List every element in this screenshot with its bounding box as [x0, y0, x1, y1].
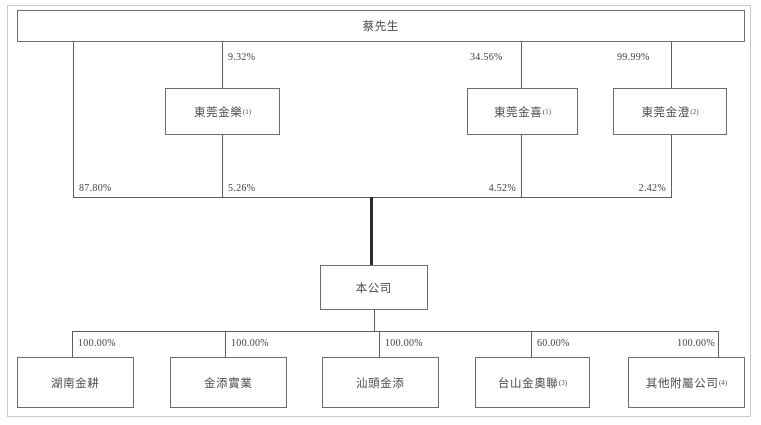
node-footnote: (1)	[242, 107, 252, 116]
node-root-shareholder: 蔡先生	[17, 10, 745, 42]
node-label: 汕頭金添	[356, 377, 405, 390]
edge-label-other-subsidiaries: 100.00%	[677, 338, 715, 349]
edge-label-root-jincheng: 99.99%	[617, 52, 650, 63]
distribution-bar-subsidiaries	[72, 331, 719, 332]
node-label: 東莞金喜	[493, 106, 543, 119]
edge-label-shantou-jintian: 100.00%	[385, 338, 423, 349]
edge-label-taishan-jinaolian: 60.00%	[537, 338, 570, 349]
edge-jincheng-to-company-line	[671, 135, 672, 197]
edge-label-jinxi-company: 4.52%	[488, 183, 516, 194]
node-footnote: (4)	[718, 378, 728, 387]
node-the-company: 本公司	[320, 265, 428, 310]
node-label: 蔡先生	[362, 21, 399, 33]
node-label: 本公司	[355, 282, 392, 295]
edge-root-to-dongguan-jinxi-line	[521, 42, 522, 88]
node-shantou-jintian: 汕頭金添	[322, 357, 439, 408]
node-jintian-shiye: 金添實業	[170, 357, 287, 408]
edge-label-jinle-company: 5.26%	[228, 183, 256, 194]
edge-company-to-shantou-jintian-line	[379, 331, 380, 357]
chart-outer-frame	[7, 5, 751, 417]
node-other-subsidiaries: 其他附屬公司(4)	[628, 357, 745, 408]
edge-label-jincheng-company: 2.42%	[638, 183, 666, 194]
node-footnote: (1)	[542, 107, 552, 116]
edge-label-root-company: 87.80%	[79, 183, 112, 194]
node-taishan-jinaolian: 台山金奧聯(3)	[475, 357, 590, 408]
edge-label-jintian-shiye: 100.00%	[231, 338, 269, 349]
edge-root-to-company-line	[73, 42, 74, 197]
edge-root-to-dongguan-jincheng-line	[671, 42, 672, 88]
node-footnote: (2)	[690, 107, 699, 116]
node-dongguan-jinxi: 東莞金喜(1)	[467, 88, 578, 135]
node-label: 東莞金樂	[193, 106, 243, 119]
edge-company-to-hunan-jingeng-line	[72, 331, 73, 357]
node-dongguan-jinle: 東莞金樂(1)	[165, 88, 280, 135]
edge-label-root-jinxi: 34.56%	[470, 52, 503, 63]
node-dongguan-jincheng: 東莞金澄(2)	[613, 88, 727, 135]
node-label: 金添實業	[204, 377, 253, 390]
edge-jinxi-to-company-line	[521, 135, 522, 197]
edge-company-to-taishan-jinaolian-line	[531, 331, 532, 357]
edge-root-to-dongguan-jinle-line	[222, 42, 223, 88]
edge-label-root-jinle: 9.32%	[228, 52, 256, 63]
node-hunan-jingeng: 湖南金耕	[17, 357, 134, 408]
edge-jinle-to-company-line	[222, 135, 223, 197]
node-label: 東莞金澄	[641, 106, 690, 119]
node-label: 湖南金耕	[51, 377, 100, 390]
node-label: 其他附屬公司	[645, 377, 719, 390]
stem-company-to-subsidiaries	[374, 310, 375, 331]
edge-company-to-other-subsidiaries-line	[718, 331, 719, 357]
stem-to-company	[370, 197, 373, 265]
edge-label-hunan-jingeng: 100.00%	[78, 338, 116, 349]
node-label: 台山金奧聯	[497, 377, 559, 390]
edge-company-to-jintian-shiye-line	[225, 331, 226, 357]
node-footnote: (3)	[558, 378, 568, 387]
